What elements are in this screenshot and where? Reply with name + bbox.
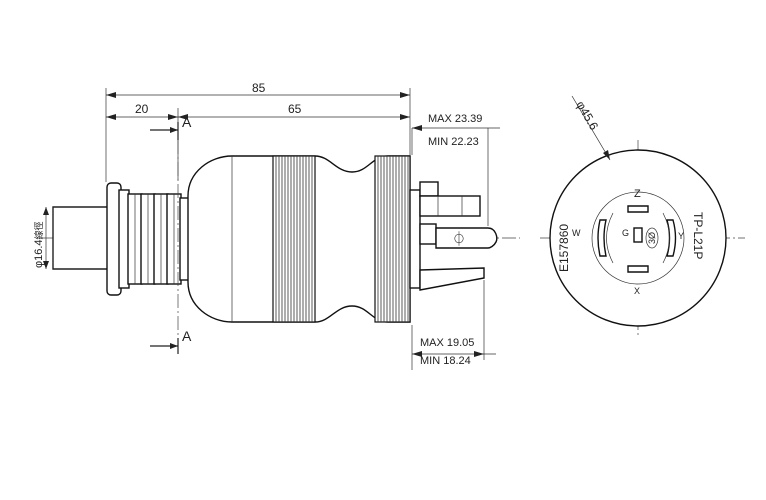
front-view: 3Ø Z W X Y G E157860 TP-L21P φ45.6 bbox=[540, 95, 745, 335]
blade-height-min: MIN 22.23 bbox=[428, 136, 479, 148]
cable bbox=[52, 206, 110, 270]
terminal-w: W bbox=[572, 228, 581, 238]
cable-diameter-label: φ16.4線徑 bbox=[33, 221, 45, 268]
face-diameter-label: φ45.6 bbox=[573, 99, 601, 133]
terminal-y: Y bbox=[678, 231, 684, 241]
terminal-z: Z bbox=[634, 188, 641, 200]
dim-blade-width bbox=[411, 280, 496, 370]
face-inner-circle bbox=[591, 191, 685, 285]
dim-blade-height bbox=[411, 125, 500, 226]
strain-relief bbox=[106, 182, 190, 296]
blade-height-max: MAX 23.39 bbox=[428, 113, 482, 125]
dim-20-label: 20 bbox=[135, 102, 149, 116]
dim-65-label: 65 bbox=[288, 102, 302, 116]
section-marker-bottom bbox=[150, 338, 179, 354]
face-diameter-leader bbox=[571, 95, 611, 161]
face-plate bbox=[409, 189, 421, 289]
rating-badge bbox=[645, 227, 659, 249]
terminals bbox=[597, 205, 677, 273]
cable-diameter-dim bbox=[43, 207, 49, 269]
blade-width-max: MAX 19.05 bbox=[420, 337, 474, 349]
ground-symbol: ⏀ bbox=[452, 231, 466, 247]
section-label-top: A bbox=[182, 114, 192, 130]
blades bbox=[419, 181, 498, 291]
dim-85-label: 85 bbox=[252, 81, 266, 95]
terminal-g: G bbox=[622, 228, 629, 238]
dim-overall-length bbox=[105, 88, 411, 182]
blade-width-min: MIN 18.24 bbox=[420, 355, 471, 367]
grip-band-right bbox=[374, 155, 411, 323]
model-number: TP-L21P bbox=[691, 212, 705, 259]
grip-band-left bbox=[272, 155, 316, 323]
section-marker-top bbox=[150, 122, 179, 140]
section-label-bottom: A bbox=[182, 328, 192, 344]
rating-label: 3Ø bbox=[647, 232, 657, 244]
terminal-x: X bbox=[634, 286, 640, 296]
side-view: ⏀ 85 20 65 A bbox=[33, 81, 520, 370]
certification-number: E157860 bbox=[557, 224, 571, 272]
